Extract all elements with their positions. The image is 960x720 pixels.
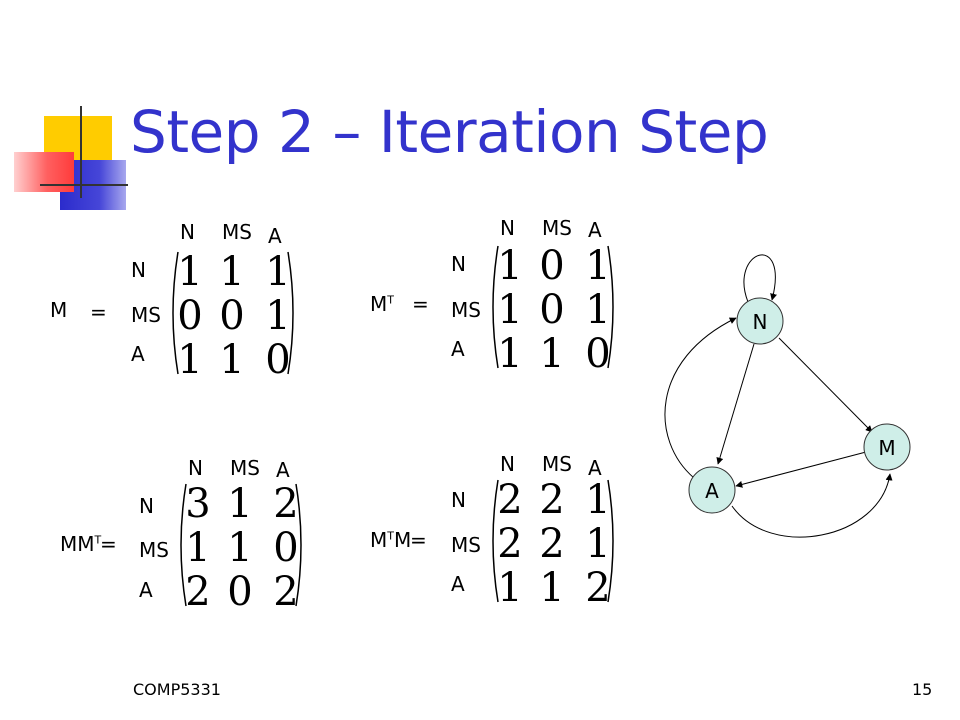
node-m	[863, 423, 911, 471]
matrix-cell: 2	[497, 521, 523, 567]
row-label-ms: MS	[139, 538, 169, 562]
left-paren	[180, 483, 187, 607]
matrix-cell: 1	[227, 525, 253, 571]
edge-n-to-m	[778, 337, 873, 433]
col-label-n: N	[500, 216, 515, 240]
right-paren	[607, 245, 614, 369]
matrix-cell: 1	[219, 337, 245, 383]
footer-page-number: 15	[912, 680, 933, 699]
node-n	[736, 297, 784, 345]
matrix-cell: 2	[273, 569, 299, 615]
footer-course: COMP5331	[133, 680, 221, 699]
edge-m-to-a	[735, 451, 867, 488]
row-label-n: N	[139, 494, 154, 518]
left-paren	[172, 251, 179, 375]
col-label-a: A	[268, 224, 282, 248]
matrix-cell: 0	[539, 243, 565, 289]
edge-n-to-a	[716, 343, 755, 465]
equals-sign: =	[412, 292, 429, 316]
row-label-a: A	[131, 342, 145, 366]
matrix-label: MTM	[370, 528, 412, 552]
row-label-n: N	[451, 252, 466, 276]
row-label-a: A	[139, 578, 153, 602]
edge-a-to-n	[664, 317, 737, 479]
matrix-cell: 2	[497, 477, 523, 523]
right-paren	[295, 483, 302, 607]
matrix-cell: 3	[185, 481, 211, 527]
page-title: Step 2 – Iteration Step	[130, 98, 769, 166]
equals-sign: =	[90, 300, 107, 324]
matrix-cell: 1	[497, 287, 523, 333]
equals-sign: =	[100, 532, 117, 556]
col-label-n: N	[180, 220, 195, 244]
decor-vertical-line	[80, 106, 82, 198]
matrix-cell: 2	[273, 481, 299, 527]
col-label-ms: MS	[542, 452, 572, 476]
node-label-a: A	[705, 479, 719, 503]
matrix-cell: 1	[497, 565, 523, 611]
row-label-n: N	[131, 258, 146, 282]
matrix-cell: 2	[585, 565, 611, 611]
row-label-ms: MS	[131, 303, 161, 327]
edge-n-self-loop	[743, 254, 777, 303]
right-paren	[287, 251, 294, 375]
matrix-cell: 0	[265, 337, 291, 383]
row-label-ms: MS	[451, 533, 481, 557]
decor-horizontal-line	[40, 184, 128, 186]
col-label-a: A	[588, 218, 602, 242]
matrix-cell: 0	[539, 287, 565, 333]
matrix-cell: 1	[265, 249, 291, 295]
matrix-cell: 0	[585, 331, 611, 377]
matrix-cell: 0	[227, 569, 253, 615]
matrix-cell: 1	[539, 565, 565, 611]
col-label-a: A	[588, 456, 602, 480]
matrix-cell: 1	[265, 293, 291, 339]
matrix-cell: 1	[497, 243, 523, 289]
row-label-n: N	[451, 488, 466, 512]
matrix-cell: 1	[185, 525, 211, 571]
matrix-cell: 2	[539, 477, 565, 523]
matrix-cell: 1	[219, 249, 245, 295]
matrix-cell: 1	[227, 481, 253, 527]
matrix-cell: 1	[177, 337, 203, 383]
row-label-a: A	[451, 572, 465, 596]
col-label-n: N	[500, 452, 515, 476]
matrix-cell: 0	[177, 293, 203, 339]
matrix-cell: 1	[585, 287, 611, 333]
matrix-cell: 1	[585, 243, 611, 289]
matrix-cell: 0	[273, 525, 299, 571]
matrix-cell: 1	[497, 331, 523, 377]
matrix-cell: 2	[539, 521, 565, 567]
col-label-ms: MS	[222, 220, 252, 244]
col-label-a: A	[276, 458, 290, 482]
node-label-n: N	[753, 310, 768, 334]
matrix-cell: 1	[585, 477, 611, 523]
node-label-m: M	[878, 436, 895, 460]
matrix-cell: 0	[219, 293, 245, 339]
row-label-ms: MS	[451, 298, 481, 322]
row-label-a: A	[451, 337, 465, 361]
col-label-ms: MS	[230, 456, 260, 480]
col-label-ms: MS	[542, 216, 572, 240]
node-a	[688, 466, 736, 514]
matrix-label: MT	[370, 292, 394, 316]
left-paren	[492, 245, 499, 369]
matrix-cell: 2	[185, 569, 211, 615]
edge-a-to-m	[731, 473, 893, 538]
right-paren	[607, 479, 614, 603]
matrix-cell: 1	[177, 249, 203, 295]
equals-sign: =	[410, 528, 427, 552]
col-label-n: N	[188, 456, 203, 480]
matrix-cell: 1	[539, 331, 565, 377]
matrix-cell: 1	[585, 521, 611, 567]
matrix-label: MMT	[60, 532, 102, 556]
matrix-label: M	[50, 298, 68, 322]
left-paren	[492, 479, 499, 603]
